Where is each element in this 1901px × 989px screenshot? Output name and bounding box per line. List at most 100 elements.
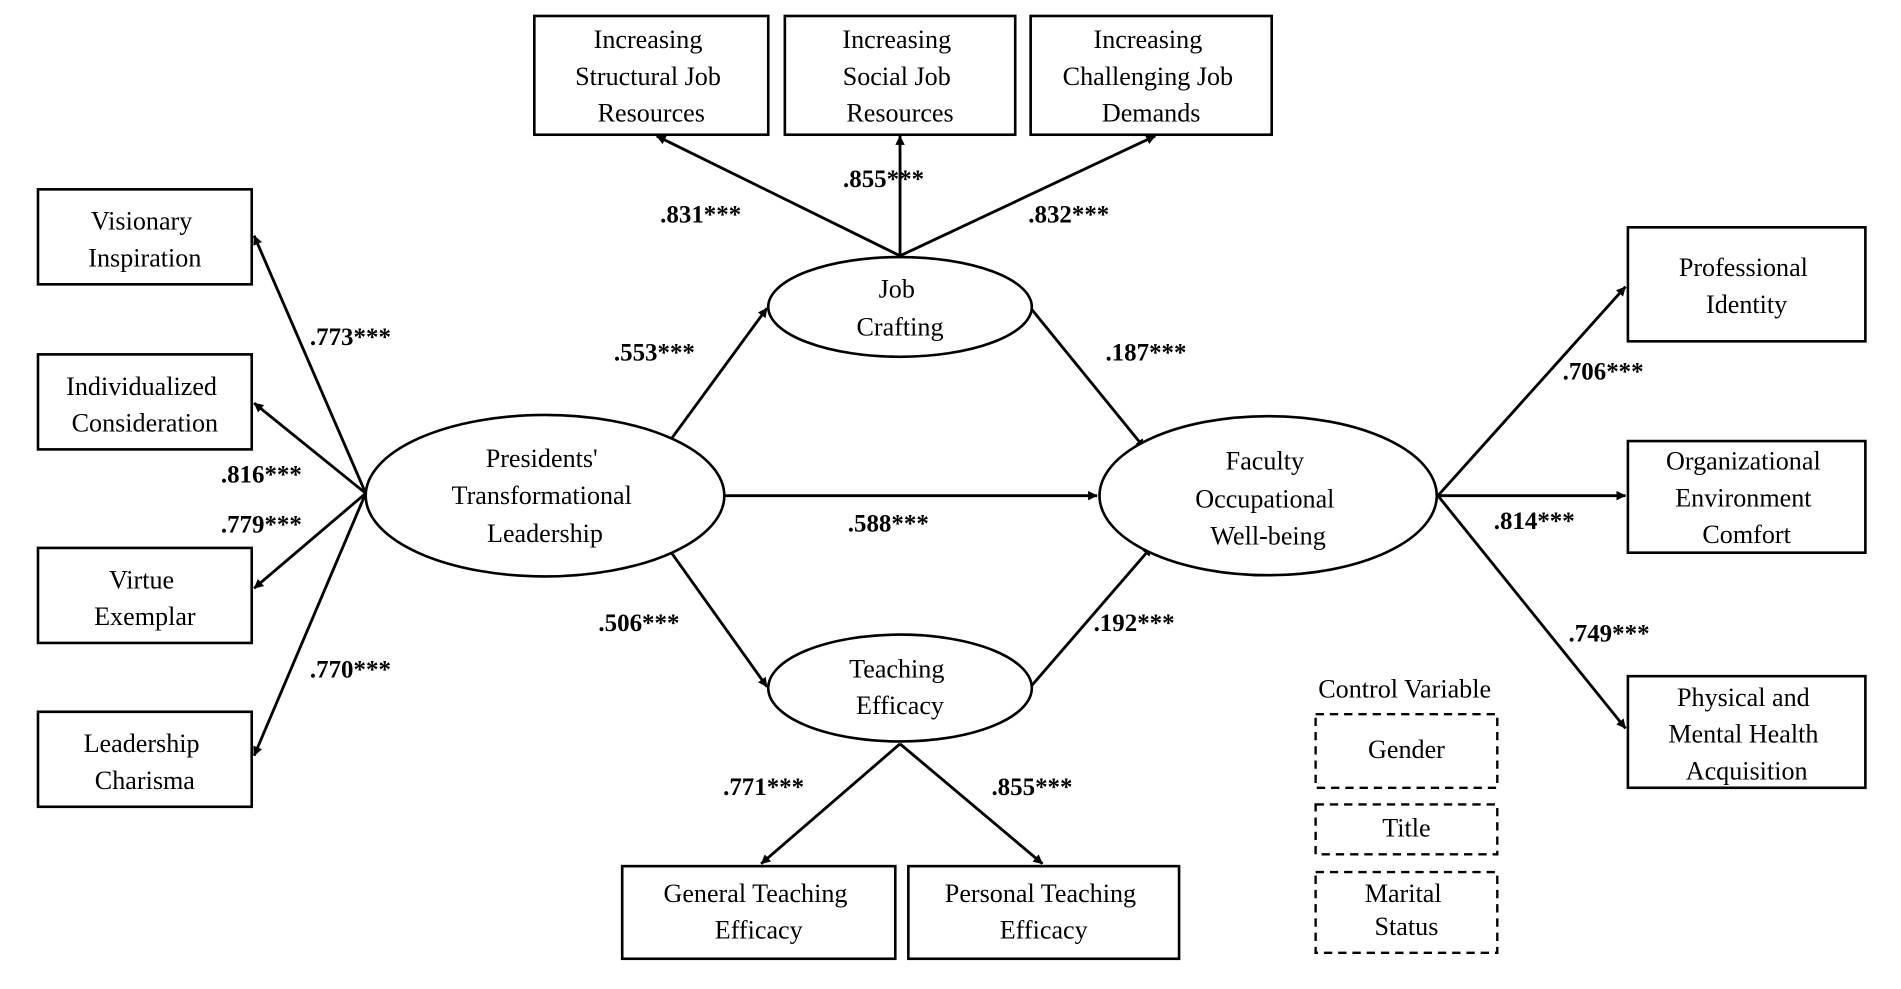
node-line: Leadership (487, 519, 603, 548)
node-personal-teaching-efficacy: Personal Teaching Efficacy (907, 864, 1181, 961)
svg-text:Faculty Occupational: Faculty Occupational Well-being (1195, 447, 1341, 551)
arrow-ptl-charisma (252, 492, 368, 757)
node-line: General Teaching (663, 879, 847, 908)
svg-text:Personal Teaching Effi: Personal Teaching Efficacy (945, 879, 1143, 945)
node-organizational-environment-comfort: Organizational Environment Comfort (1626, 439, 1867, 554)
arrow-ptl-virtue (253, 492, 367, 590)
node-line: Virtue (109, 565, 174, 594)
coef-jc-fow: .187*** (1105, 339, 1186, 366)
latent-constructs: Presidents' Transformational Leadership … (364, 255, 1439, 743)
node-virtue-exemplar: Virtue Exemplar (36, 546, 254, 645)
node-line: Exemplar (94, 602, 196, 631)
node-line: Organizational (1666, 447, 1821, 476)
arrow-jc-structural (655, 134, 901, 258)
path-coefficients: .831*** .855*** .832*** .773*** .816*** … (221, 166, 1650, 801)
arrow-jc-fow (1029, 307, 1146, 450)
arrow-te-fow (1029, 545, 1153, 688)
node-line: Challenging Job (1063, 62, 1233, 91)
node-job-crafting: Job Crafting (766, 255, 1034, 359)
control-gender: Gender (1314, 712, 1499, 789)
node-line: Crafting (857, 312, 944, 341)
arrows (252, 134, 1627, 865)
arrow-fow-professional (1436, 285, 1627, 497)
node-line: Professional (1679, 253, 1808, 282)
node-line: Status (1375, 912, 1439, 941)
node-increasing-social-job-resources: Increasing Social Job Resources (783, 14, 1017, 137)
node-line: Environment (1675, 483, 1812, 512)
node-line: Increasing (842, 25, 951, 54)
node-individualized-consideration: Individualized Consideration (36, 353, 254, 451)
svg-text:Increasing Challenging: Increasing Challenging Job Demands (1063, 25, 1240, 128)
arrow-te-general (760, 742, 901, 865)
node-line: Mental Health (1668, 720, 1818, 749)
node-line: Occupational (1195, 485, 1334, 514)
arrow-ptl-visionary (252, 235, 368, 494)
node-line: Faculty (1226, 447, 1304, 476)
coef-jc-social: .855*** (843, 166, 924, 193)
arrow-te-personal (899, 742, 1044, 865)
node-teaching-efficacy: Teaching Efficacy (766, 633, 1034, 743)
coef-ptl-fow: .588*** (848, 510, 929, 537)
coef-jc-challenging: .832*** (1028, 202, 1109, 229)
node-line: Well-being (1210, 521, 1325, 550)
node-professional-identity: Professional Identity (1626, 226, 1867, 343)
control-variable-title: Control Variable (1318, 675, 1491, 704)
svg-text:Title: Title (1382, 813, 1430, 842)
node-line: Efficacy (715, 916, 803, 945)
node-line: Presidents' (486, 444, 598, 473)
arrow-ptl-jc (668, 307, 769, 442)
node-line: Efficacy (856, 691, 944, 720)
coef-ptl-charisma: .770*** (310, 656, 391, 683)
arrow-ptl-individualized (253, 401, 367, 495)
node-line: Resources (598, 99, 705, 128)
coef-te-fow: .192*** (1094, 610, 1175, 637)
svg-text:Increasing Social Job: Increasing Social Job Resources (842, 25, 957, 128)
coef-te-general: .771*** (723, 774, 804, 801)
svg-text:Virtue Exemplar: Virtue Exemplar (94, 565, 196, 631)
node-line: Charisma (95, 766, 195, 795)
coef-ptl-jc: .553*** (614, 339, 695, 366)
node-presidents-transformational-leadership: Presidents' Transformational Leadership (364, 413, 726, 578)
node-line: Individualized (66, 372, 217, 401)
node-line: Resources (846, 99, 953, 128)
control-marital-status: Marital Status (1314, 870, 1499, 955)
node-line: Consideration (72, 409, 218, 438)
svg-text:Marital Status: Marital Status (1365, 879, 1448, 941)
svg-text:Presidents' Transforma: Presidents' Transformational Leadership (452, 444, 639, 548)
node-line: Transformational (452, 481, 632, 510)
svg-text:Individualized Conside: Individualized Consideration (66, 372, 223, 438)
node-line: Comfort (1702, 520, 1791, 549)
node-increasing-structural-job-resources: Increasing Structural Job Resources (533, 14, 770, 137)
arrow-ptl-te (668, 549, 769, 688)
coef-fow-physical: .749*** (1569, 621, 1650, 648)
node-line: Marital (1365, 879, 1442, 908)
svg-text:Visionary Inspiration: Visionary Inspiration (88, 207, 201, 273)
svg-text:Leadership Charisma: Leadership Charisma (84, 729, 207, 795)
control-title: Title (1314, 803, 1499, 856)
coef-ptl-visionary: .773*** (310, 324, 391, 351)
coef-ptl-individualized: .816*** (221, 462, 302, 489)
node-increasing-challenging-job-demands: Increasing Challenging Job Demands (1029, 14, 1273, 137)
node-line: Increasing (594, 25, 703, 54)
node-line: Increasing (1094, 25, 1203, 54)
left-indicators: Visionary Inspiration Individualized Con… (36, 188, 254, 809)
svg-text:Gender: Gender (1368, 735, 1445, 764)
node-line: Social Job (843, 62, 951, 91)
svg-text:General Teaching Effic: General Teaching Efficacy (663, 879, 854, 945)
node-line: Structural Job (575, 62, 721, 91)
node-line: Teaching (849, 654, 944, 683)
node-line: Visionary (91, 207, 192, 236)
right-indicators: Professional Identity Organizational Env… (1626, 226, 1867, 790)
top-indicators: Increasing Structural Job Resources Incr… (533, 14, 1273, 137)
node-visionary-inspiration: Visionary Inspiration (36, 188, 254, 286)
node-line: Demands (1102, 99, 1201, 128)
node-general-teaching-efficacy: General Teaching Efficacy (620, 864, 897, 961)
coef-fow-professional: .706*** (1563, 358, 1644, 385)
node-physical-mental-health-acquisition: Physical and Mental Health Acquisition (1626, 674, 1867, 790)
svg-text:Professional Identity: Professional Identity (1679, 253, 1815, 319)
node-faculty-occupational-well-being: Faculty Occupational Well-being (1098, 414, 1439, 577)
svg-text:Teaching Efficacy: Teaching Efficacy (849, 654, 951, 720)
node-line: Identity (1706, 290, 1787, 319)
node-line: Inspiration (88, 244, 201, 273)
